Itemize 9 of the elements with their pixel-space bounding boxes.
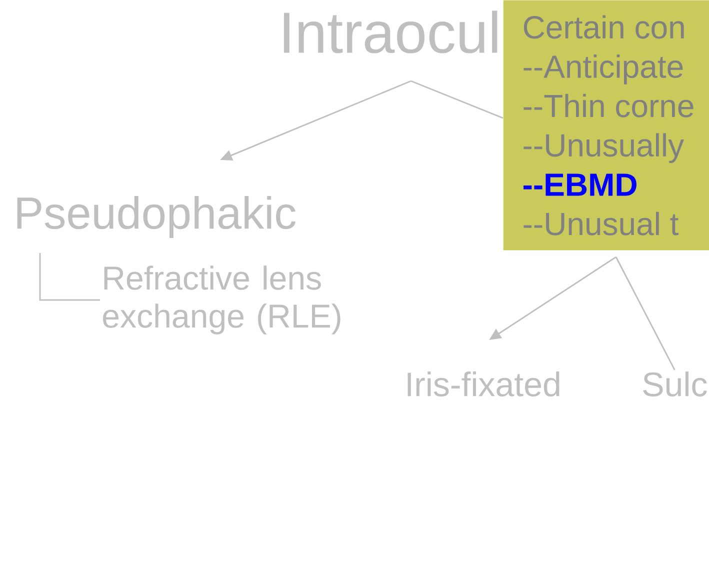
connector-line <box>615 256 676 370</box>
category-text: Pseudophakic <box>17 196 296 238</box>
option-text: Iris-fixated <box>408 372 560 396</box>
connector-line <box>39 253 100 301</box>
subcategory-text: Refractive lens exchange (RLE) <box>103 266 340 334</box>
connector-line <box>410 80 504 119</box>
heading-text: Intraocul <box>284 10 498 54</box>
condition-box: Certain con --Anticipate --Thin corne --Unusually --EBMD --Unusual t <box>503 0 709 250</box>
option-text: Sulc <box>643 372 707 396</box>
